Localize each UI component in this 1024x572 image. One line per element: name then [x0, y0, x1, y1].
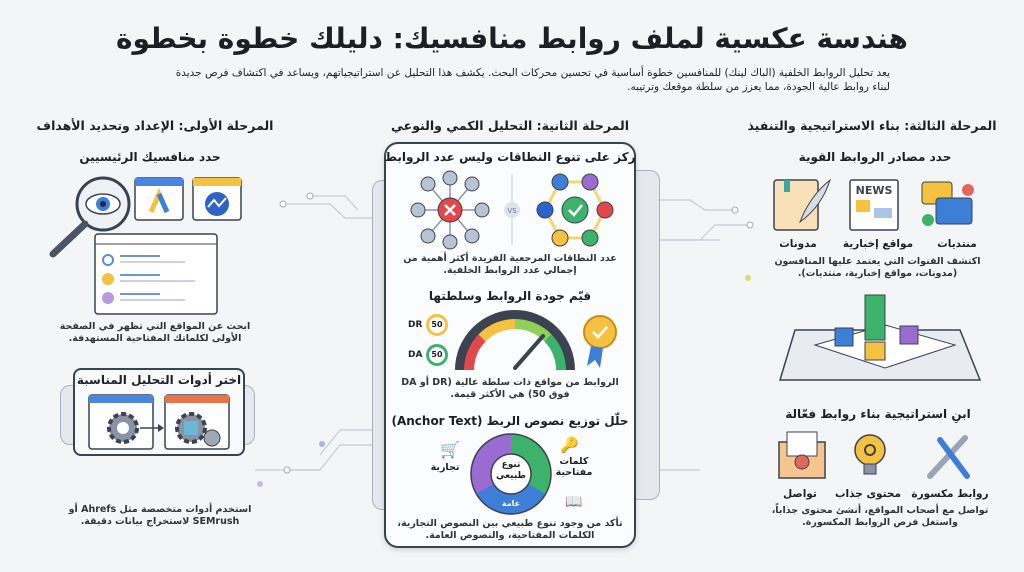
- da-value-badge: 50: [426, 344, 448, 366]
- strategy-broken-links: روابط مكسورة: [911, 488, 989, 500]
- vs-label: VS: [507, 207, 517, 215]
- phase2-step3-caption: تأكد من وجود تنوع طبيعي بين النصوص التجا…: [397, 518, 623, 541]
- key-icon: 🔑: [560, 436, 579, 454]
- source-forums: منتديات: [937, 238, 977, 250]
- phase3-step2-caption: تواصل مع أصحاب المواقع، أنشئ محتوى جذابا…: [771, 505, 989, 528]
- phase3-step1-caption: اكتشف القنوات التي يعتمد عليها المنافسون…: [774, 256, 981, 279]
- phase2-title: المرحلة الثانية: التحليل الكمي والنوعي: [391, 118, 629, 133]
- phase3-title: المرحلة الثالثة: بناء الاستراتيجية والتن…: [747, 118, 997, 133]
- phase1-step1-title: حدد منافسيك الرئيسيين: [79, 150, 221, 164]
- dr-label: DR: [408, 320, 423, 330]
- phase2-step3-title: حلّل توزيع نصوص الربط (Anchor Text): [391, 414, 629, 428]
- anchor-text-donut-chart: [470, 433, 552, 515]
- authority-gauge: [455, 310, 617, 371]
- strategy-icons: [778, 431, 970, 479]
- link-sources-icons: NEWS: [773, 178, 974, 231]
- broken-link-wrench-icon: [927, 435, 970, 479]
- phase1-step2-title: اختر أدوات التحليل المناسبة: [76, 373, 242, 387]
- shopping-cart-icon: 🛒: [440, 440, 460, 459]
- news-icon: NEWS: [849, 179, 899, 231]
- competitor-search-illustration: [49, 176, 242, 315]
- domain-diversity-illustration: VS: [410, 170, 614, 250]
- link-building-platform-illustration: [778, 294, 982, 381]
- strategy-outreach: تواصل: [783, 488, 817, 500]
- phase2-step1-title: ركز على تنوع النطاقات وليس عدد الروابط: [384, 150, 636, 164]
- intro-text: يعد تحليل الروابط الخلفية (الباك لينك) ل…: [175, 67, 890, 93]
- book-icon: 📖: [565, 494, 583, 510]
- lightbulb-content-icon: [854, 434, 886, 475]
- page-title: هندسة عكسية لملف روابط منافسيك: دليلك خط…: [116, 22, 908, 55]
- phase2-step2-title: قيّم جودة الروابط وسلطتها: [428, 289, 592, 303]
- source-news-sites: مواقع إخبارية: [842, 238, 914, 250]
- tools-gears-illustration: [88, 394, 230, 450]
- source-blogs: مدونات: [779, 238, 817, 250]
- phase1-step2-caption: استخدم أدوات متخصصة مثل Ahrefs أو SEMrus…: [68, 504, 252, 527]
- phase1-step1-caption: ابحث عن المواقع التي تظهر في الصفحة الأو…: [59, 321, 251, 344]
- award-badge-icon: [583, 315, 617, 368]
- phase1-title: المرحلة الأولى: الإعداد وتحديد الأهداف: [36, 118, 274, 133]
- forum-chat-icon: [921, 181, 974, 226]
- anchor-label-commercial: تجارية: [430, 462, 460, 473]
- outreach-envelope-icon: [778, 431, 826, 479]
- strategy-engaging-content: محتوى جذاب: [835, 488, 901, 500]
- da-label: DA: [408, 350, 423, 360]
- phase2-step1-caption: عدد النطاقات المرجعية الفريدة أكثر أهمية…: [403, 253, 617, 276]
- phase2-step2-caption: الروابط من مواقع ذات سلطة عالية (DR أو D…: [401, 377, 619, 400]
- blog-notebook-icon: [773, 178, 831, 231]
- dr-value-badge: 50: [426, 314, 448, 336]
- phase3-step2-title: ابنِ استراتيجية بناء روابط فعّالة: [785, 407, 971, 421]
- phase3-step1-title: حدد مصادر الروابط القوية: [798, 150, 952, 164]
- donut-segment-general: عامة: [501, 499, 521, 508]
- news-word: NEWS: [856, 184, 893, 197]
- anchor-label-keywords: كلمات مفتاحية: [555, 456, 593, 478]
- donut-center-label: تنوع طبيعي: [495, 460, 526, 481]
